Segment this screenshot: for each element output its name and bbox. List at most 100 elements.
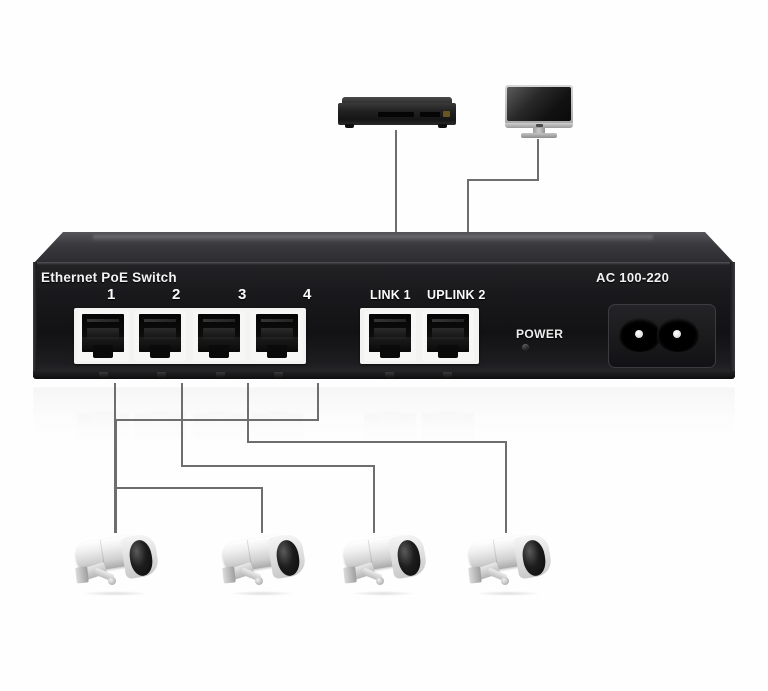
camera-shadow <box>475 591 541 596</box>
rj45-port-1[interactable] <box>77 311 129 361</box>
wire-monitor-seg2 <box>467 179 539 181</box>
dvr-front-panel <box>338 103 456 125</box>
wire-monitor-seg1 <box>537 139 539 180</box>
wire-dvr-to-link1 <box>395 130 397 262</box>
switch-top-highlight <box>93 235 653 242</box>
rj45-latch-slot <box>267 345 287 358</box>
monitor-screen <box>507 87 571 121</box>
wire-monitor-seg3 <box>467 179 469 262</box>
rj45-shading <box>256 337 298 352</box>
port-number-1: 1 <box>107 286 116 303</box>
rj45-shading <box>427 337 469 352</box>
dvr-top-panel <box>342 97 452 104</box>
switch-right-edge <box>730 262 735 377</box>
rj45-port-4[interactable] <box>251 311 303 361</box>
poe-port-group <box>74 308 306 364</box>
wire-port1-seg2 <box>114 487 263 489</box>
camera-wall-plate <box>343 566 357 584</box>
ip-camera-3 <box>336 529 436 601</box>
rj45-shading <box>139 337 181 352</box>
monitor-stand-neck <box>533 128 545 134</box>
wire-port3-seg3 <box>505 441 507 533</box>
rj45-pins <box>87 319 119 322</box>
rj45-pins <box>432 319 464 322</box>
reflection-port-link1 <box>364 411 416 451</box>
rj45-pins <box>374 319 406 322</box>
ac-pin-left <box>635 330 643 338</box>
wire-port2-seg2 <box>181 465 375 467</box>
rj45-latch-slot <box>150 345 170 358</box>
dvr-display-slot <box>378 112 414 117</box>
ip-camera-4 <box>461 529 561 601</box>
reflection-port-uplink2 <box>422 411 474 451</box>
power-label: POWER <box>516 327 564 341</box>
wire-port3-seg1 <box>247 383 249 443</box>
uplink2-label: UPLINK 2 <box>427 288 486 302</box>
wire-port2-seg1 <box>181 383 183 467</box>
dvr-foot-right <box>438 124 447 128</box>
port-led-uplink2-icon <box>443 372 452 378</box>
camera-adjust-knob <box>376 577 384 585</box>
switch-brand-label: Ethernet PoE Switch <box>41 270 177 285</box>
wire-port2-seg3 <box>373 465 375 533</box>
port-led-4-icon <box>274 372 283 378</box>
dvr-led-icon <box>443 111 450 117</box>
uplink-port-group <box>360 308 479 364</box>
ac-socket-inner <box>617 314 705 356</box>
rj45-latch-slot <box>209 345 229 358</box>
camera-adjust-knob <box>501 577 509 585</box>
camera-shadow <box>82 591 148 596</box>
poe-switch: Ethernet PoE Switch AC 100-220 1 2 3 4 L… <box>33 232 735 387</box>
monitor-logo-icon <box>536 124 543 127</box>
ip-camera-1 <box>68 529 168 601</box>
switch-top-panel <box>33 232 735 264</box>
port-led-3-icon <box>216 372 225 378</box>
port-number-4: 4 <box>303 286 312 303</box>
monitor-stand-base <box>521 133 557 138</box>
switch-bottom-edge <box>33 371 735 379</box>
camera-adjust-knob <box>108 577 116 585</box>
wire-port4-seg1 <box>317 383 319 421</box>
rj45-pins <box>144 319 176 322</box>
rj45-latch-slot <box>380 345 400 358</box>
rj45-shading <box>198 337 240 352</box>
power-led-icon <box>522 344 529 351</box>
camera-adjust-knob <box>255 577 263 585</box>
rj45-shading <box>82 337 124 352</box>
rj45-pins <box>261 319 293 322</box>
port-number-2: 2 <box>172 286 181 303</box>
port-led-link1-icon <box>385 372 394 378</box>
port-led-1-icon <box>99 372 108 378</box>
ip-camera-2 <box>215 529 315 601</box>
rj45-port-3[interactable] <box>193 311 245 361</box>
switch-front-highlight <box>33 262 735 265</box>
rj45-latch-slot <box>93 345 113 358</box>
dvr-foot-left <box>345 124 354 128</box>
switch-reflection <box>33 387 735 457</box>
port-led-2-icon <box>157 372 166 378</box>
wire-port4-seg3 <box>115 419 117 533</box>
rj45-port-uplink2[interactable] <box>422 311 474 361</box>
switch-left-edge <box>33 262 37 377</box>
camera-shadow <box>229 591 295 596</box>
ac-power-socket[interactable] <box>608 304 716 368</box>
monitor-display <box>505 85 573 139</box>
ac-input-label: AC 100-220 <box>596 270 670 285</box>
wire-port3-seg2 <box>247 441 507 443</box>
wire-port1-seg3 <box>261 487 263 533</box>
dvr-recorder <box>338 97 456 130</box>
camera-wall-plate <box>468 566 482 584</box>
camera-shadow <box>350 591 416 596</box>
rj45-port-link1[interactable] <box>364 311 416 361</box>
camera-wall-plate <box>75 566 89 584</box>
camera-wall-plate <box>222 566 236 584</box>
rj45-port-2[interactable] <box>134 311 186 361</box>
link1-label: LINK 1 <box>370 288 411 302</box>
dvr-button-strip <box>420 112 440 117</box>
wire-port4-seg2 <box>115 419 319 421</box>
port-number-3: 3 <box>238 286 247 303</box>
rj45-pins <box>203 319 235 322</box>
ac-pin-right <box>673 330 681 338</box>
rj45-shading <box>369 337 411 352</box>
